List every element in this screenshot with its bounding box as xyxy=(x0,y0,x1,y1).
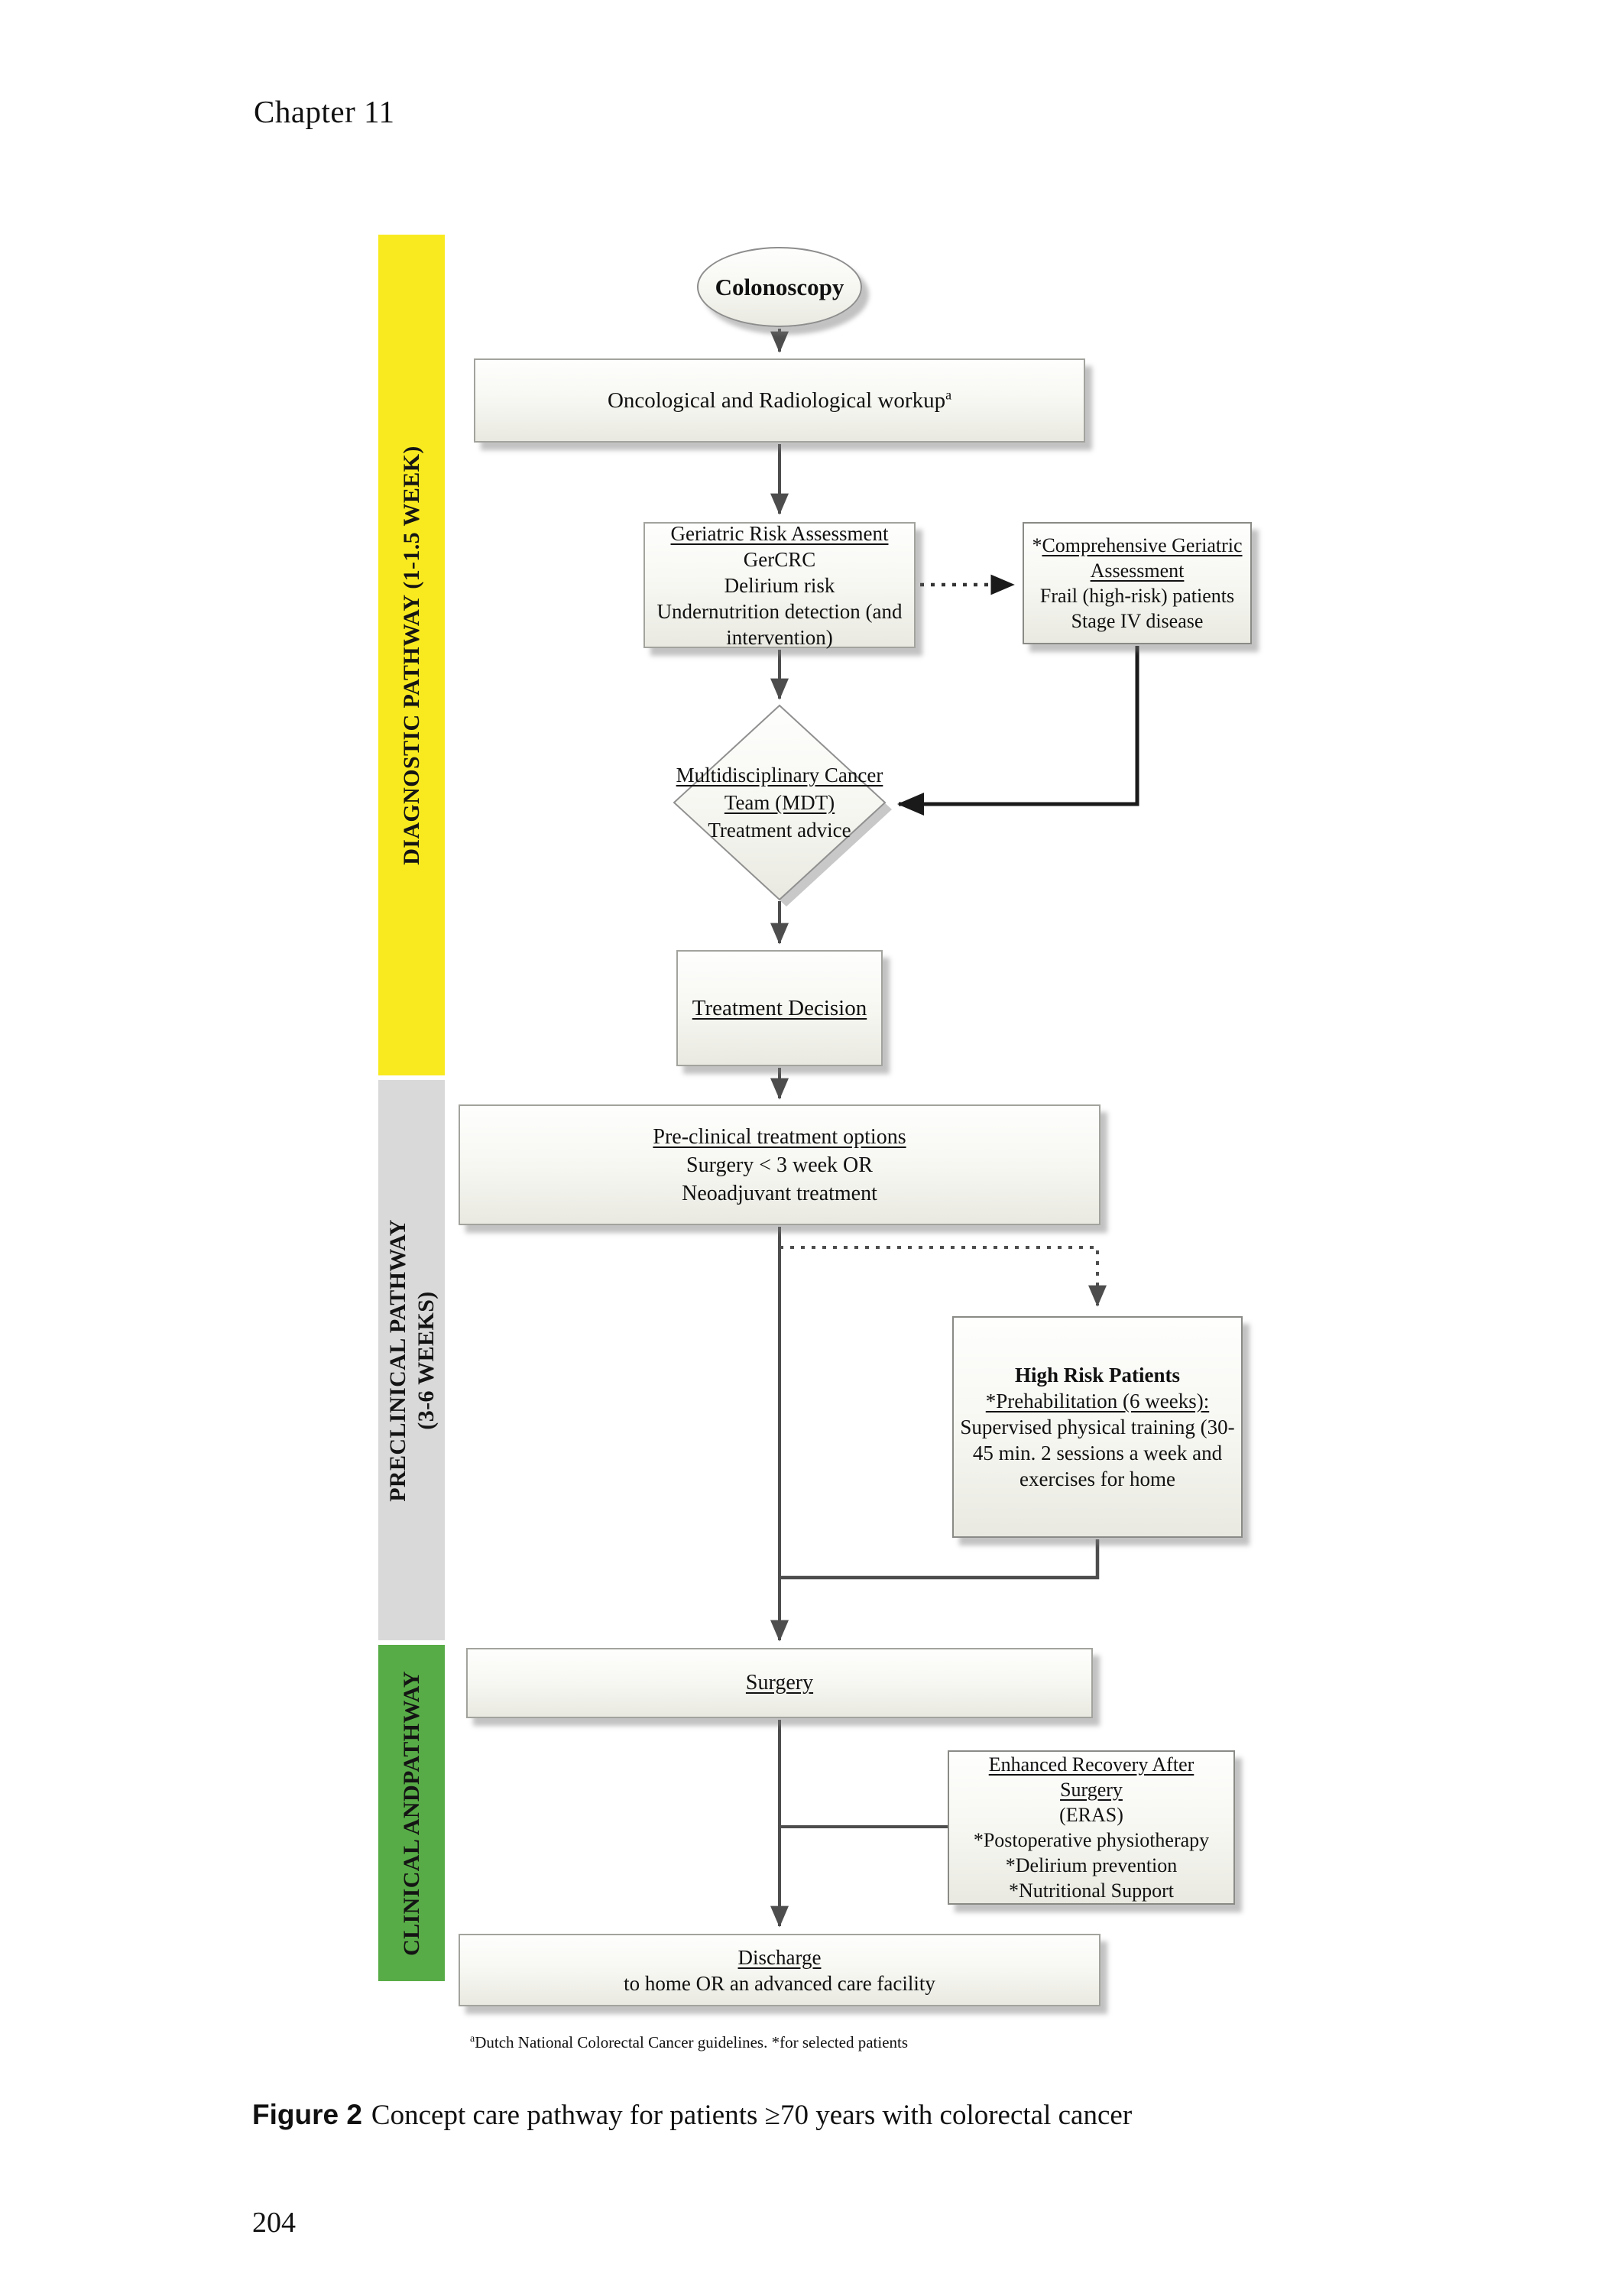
geriatric-title: Geriatric Risk Assessment xyxy=(670,521,889,545)
preclinical-pathway-band: PRECLINICAL PATHWAY (3-6 WEEKS) xyxy=(378,1080,445,1640)
workup-node: Oncological and Radiological workupa xyxy=(474,358,1085,443)
figure-caption-text: Concept care pathway for patients ≥70 ye… xyxy=(371,2100,1133,2131)
footnote-marker: a xyxy=(470,2033,475,2045)
chapter-header: Chapter 11 xyxy=(254,94,395,129)
diagnostic-pathway-band: DIAGNOSTIC PATHWAY (1-1.5 WEEK) xyxy=(378,235,445,1075)
mdt-diamond xyxy=(673,704,887,901)
eras-title: Enhanced Recovery After Surgery xyxy=(988,1753,1194,1801)
geriatric-risk-node: Geriatric Risk Assessment GerCRC Deliriu… xyxy=(643,521,916,649)
figure-caption-label: Figure 2 xyxy=(252,2099,362,2130)
clinical-pathway-band: CLINICAL ANDPATHWAY xyxy=(378,1645,445,1981)
surgery-node: Surgery xyxy=(466,1648,1093,1718)
comprehensive-geriatric-node: *Comprehensive Geriatric Assessment Frai… xyxy=(1023,522,1252,644)
workup-label: Oncological and Radiological workupa xyxy=(607,386,952,413)
dashed-arrow-to-highrisk xyxy=(780,1246,1107,1307)
figure-footnote: aDutch National Colorectal Cancer guidel… xyxy=(470,2033,909,2051)
eras-node: Enhanced Recovery After Surgery (ERAS) *… xyxy=(948,1750,1235,1905)
highrisk-title: High Risk Patients xyxy=(1014,1364,1181,1387)
page-number: 204 xyxy=(252,2207,296,2239)
discharge-node: Discharge to home OR an advanced care fa… xyxy=(459,1934,1100,2006)
preclinical-options-node: Pre-clinical treatment options Surgery <… xyxy=(459,1104,1100,1225)
mdt-label: Multidisciplinary Cancer Team (MDT) Trea… xyxy=(676,764,883,842)
treatment-decision-node: Treatment Decision xyxy=(676,950,883,1066)
figure-caption: Figure 2 Concept care pathway for patient… xyxy=(252,2099,1132,2132)
arrow-cga-to-mdt xyxy=(896,646,1139,816)
colonoscopy-label: Colonoscopy xyxy=(715,273,844,300)
colonoscopy-node: Colonoscopy xyxy=(697,247,862,327)
cga-title: *Comprehensive Geriatric Assessment xyxy=(1032,534,1243,582)
connector-highrisk-rejoin xyxy=(781,1539,1100,1580)
highrisk-prehabilitation-node: High Risk Patients *Prehabilitation (6 w… xyxy=(952,1316,1243,1538)
